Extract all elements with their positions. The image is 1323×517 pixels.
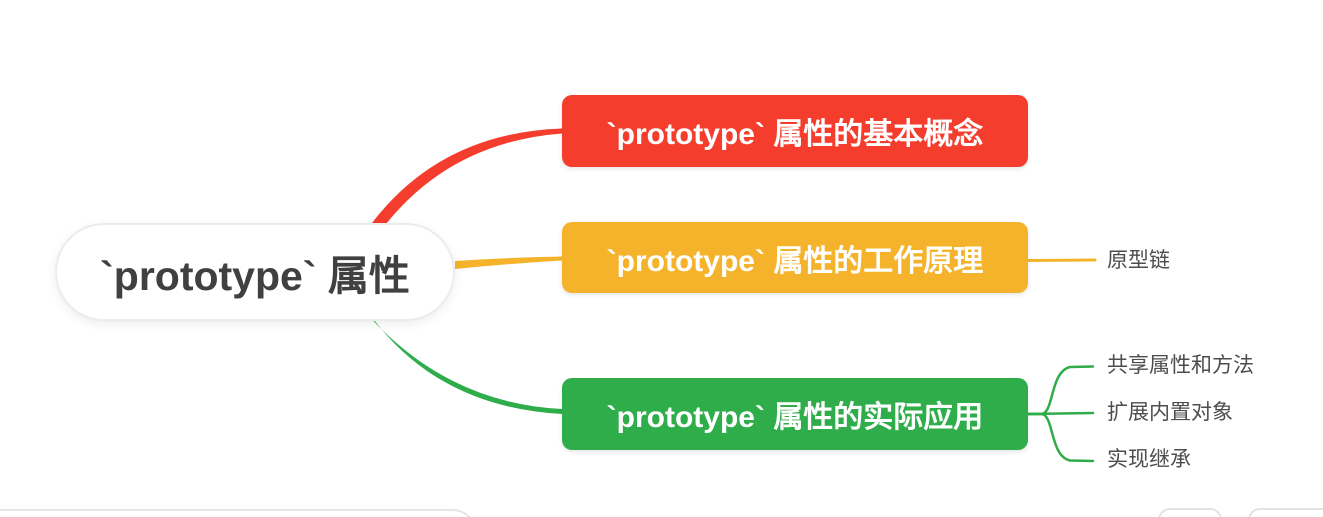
branch-node-label: `prototype` 属性的工作原理 [606, 244, 984, 278]
branch-node-practical-application[interactable]: `prototype` 属性的实际应用 [562, 378, 1028, 450]
root-node[interactable]: `prototype` 属性 [55, 223, 455, 321]
bottom-toolbar-button-2[interactable] [1248, 508, 1323, 517]
connector-root-to-principle [455, 256, 562, 269]
connector-application-to-extend [1026, 411, 1095, 416]
leaf-node-implement-inheritance[interactable]: 实现继承 [1107, 448, 1191, 471]
root-node-label: `prototype` 属性 [100, 253, 410, 299]
connector-root-to-application [360, 306, 562, 414]
connector-application-to-inherit [1026, 412, 1095, 463]
branch-node-basic-concept[interactable]: `prototype` 属性的基本概念 [562, 95, 1028, 167]
leaf-node-extend-builtin-objects[interactable]: 扩展内置对象 [1107, 401, 1233, 424]
connector-application-to-share [1026, 365, 1095, 416]
bottom-toolbar-button-1[interactable] [1158, 508, 1222, 517]
branch-node-label: `prototype` 属性的基本概念 [606, 118, 984, 151]
branch-node-working-principle[interactable]: `prototype` 属性的工作原理 [562, 222, 1028, 293]
bottom-panel-edge [0, 509, 478, 517]
leaf-node-shared-properties-methods[interactable]: 共享属性和方法 [1107, 354, 1254, 377]
connector-principle-to-yuanxinglian [1026, 258, 1097, 262]
leaf-node-prototype-chain[interactable]: 原型链 [1107, 249, 1170, 272]
branch-node-label: `prototype` 属性的实际应用 [606, 401, 984, 434]
